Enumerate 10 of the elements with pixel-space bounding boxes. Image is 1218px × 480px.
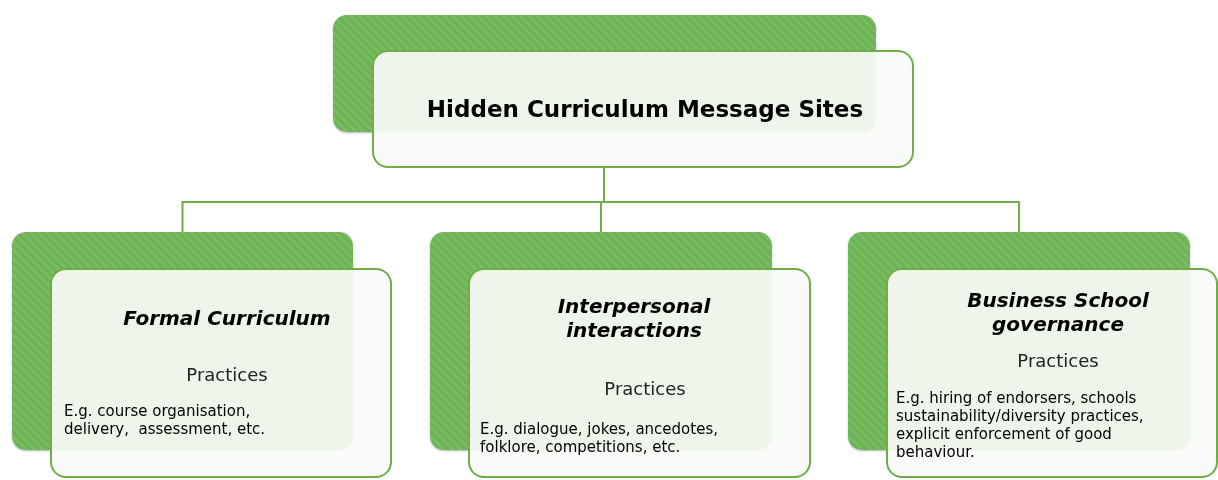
- card-description: E.g. course organisation, delivery, assessment, etc.: [64, 402, 267, 438]
- card-subheading: Practices: [603, 378, 687, 399]
- card-heading: Business School governance: [966, 288, 1150, 336]
- card-heading: Formal Curriculum: [122, 306, 332, 330]
- card-description: E.g. dialogue, jokes, ancedotes, folklore, competitions, etc.: [480, 420, 719, 456]
- node-label: Hidden Curriculum Message Sites: [425, 96, 865, 122]
- card-description: E.g. hiring of endorsers, schools sustainability/diversity practices, explicit enforcement of good behaviour.: [896, 389, 1145, 461]
- card-subheading: Practices: [185, 364, 269, 385]
- card-subheading: Practices: [1016, 350, 1100, 371]
- card-heading: Interpersonal interactions: [556, 294, 712, 342]
